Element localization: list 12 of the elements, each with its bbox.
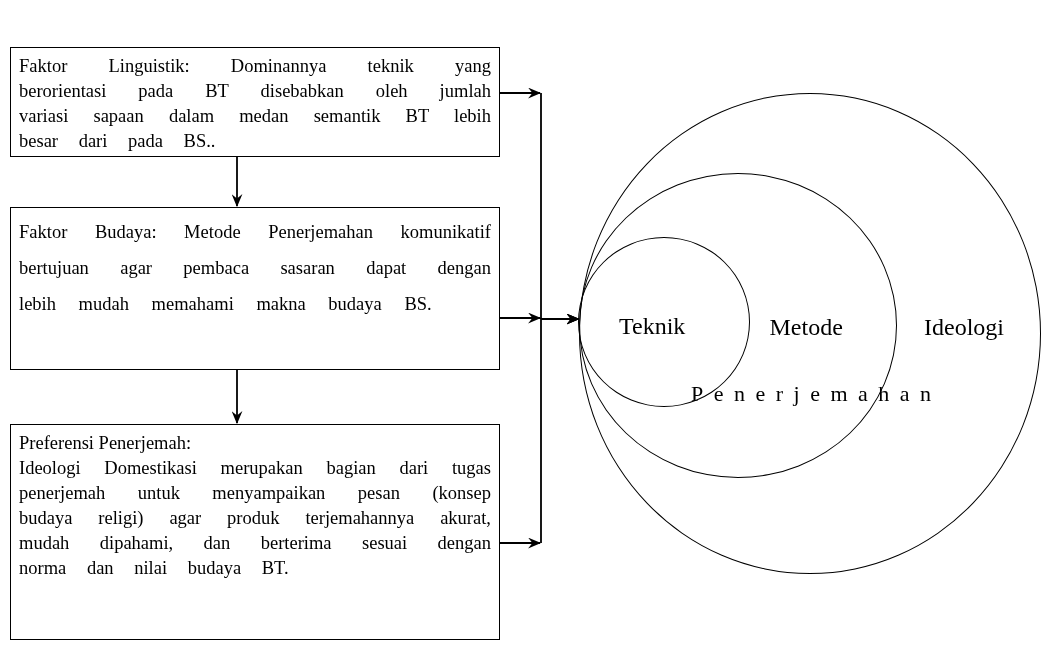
circle-label: Ideologi — [924, 314, 1004, 340]
box-text: Ideologi Domestikasi merupakan bagian dari tugas penerjemah untuk menyampaikan pesan (konsep budaya religi) agar produk terjemahannya akurat, mudah dipahami, dan berterima sesuai dengan norma dan nilai budaya BT. — [19, 457, 491, 580]
circle-label: Metode — [769, 313, 843, 340]
box-heading: Preferensi Penerjemah: — [19, 432, 193, 455]
arrow — [231, 156, 243, 208]
arrow — [499, 313, 580, 549]
text-box — [10, 207, 500, 370]
box-text: Faktor Linguistik: Dominannya teknik yang berorientasi pada BT disebabkan oleh jumlah variasi sapaan dalam medan semantik BT lebih besar dari pada BS.. — [19, 55, 491, 153]
text-box — [10, 424, 500, 640]
circle-label: Teknik — [619, 313, 686, 339]
arrow — [231, 369, 243, 425]
box-text: Faktor Budaya: Metode Penerjemahan komunikatif bertujuan agar pembaca sasaran dapat dengan lebih mudah memahami makna budaya BS. — [19, 221, 491, 316]
